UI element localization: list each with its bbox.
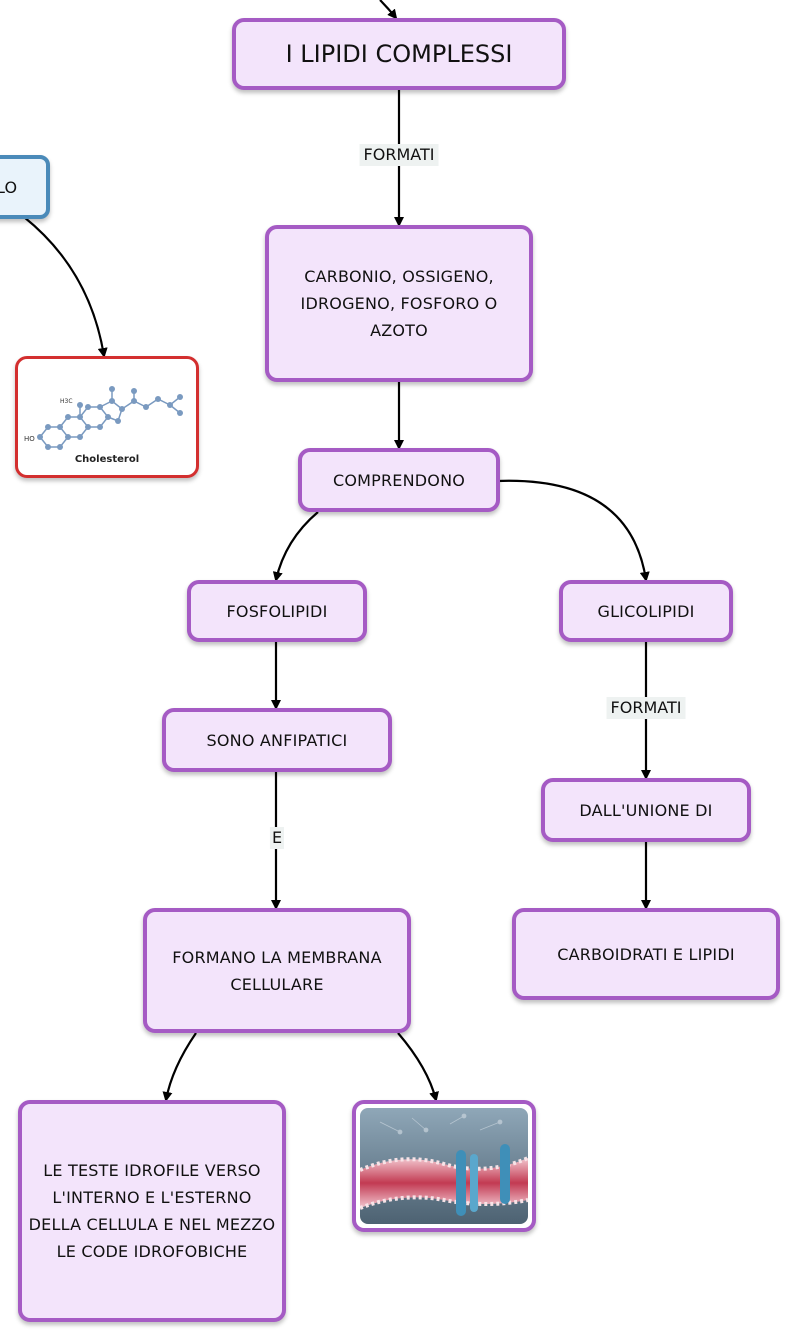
cholesterol-methyl-label: H3C (60, 398, 73, 405)
link-comprendono-fosfolipidi (272, 511, 319, 582)
node-glicolipidi-label: GLICOLIPIDI (597, 601, 695, 621)
node-membrana[interactable]: FORMANO LA MEMBRANA CELLULARE (143, 908, 411, 1033)
node-unione[interactable]: DALL'UNIONE DI (541, 778, 751, 842)
node-unione-label: DALL'UNIONE DI (579, 800, 713, 820)
membrane-image[interactable] (352, 1100, 536, 1232)
node-teste-label: LE TESTE IDROFILE VERSO L'INTERNO E L'ES… (28, 1161, 276, 1261)
cell-membrane-illustration-icon (359, 1108, 529, 1224)
node-comprendono-label: COMPRENDONO (332, 470, 466, 490)
node-glicolipidi[interactable]: GLICOLIPIDI (559, 580, 733, 642)
node-elements-label: CARBONIO, OSSIGENO, IDROGENO, FOSFORO O … (300, 267, 498, 340)
node-anfipatici-label: SONO ANFIPATICI (206, 730, 348, 750)
node-elements[interactable]: CARBONIO, OSSIGENO, IDROGENO, FOSFORO O … (265, 225, 533, 382)
link-top-incoming (379, 0, 398, 20)
node-carboidrati-label: CARBOIDRATI E LIPIDI (557, 944, 735, 964)
cholesterol-molecule-icon: HO H3C Cholesterol (24, 386, 183, 465)
node-fosfolipidi-label: FOSFOLIPIDI (226, 601, 328, 621)
node-membrana-label: FORMANO LA MEMBRANA CELLULARE (172, 947, 382, 994)
node-truncated-label: LO (0, 177, 18, 197)
node-truncated-left[interactable]: LO (0, 155, 50, 219)
node-teste[interactable]: LE TESTE IDROFILE VERSO L'INTERNO E L'ES… (18, 1100, 286, 1322)
link-comprendono-glicolipidi (496, 479, 650, 582)
cholesterol-caption: Cholesterol (75, 454, 139, 465)
node-comprendono[interactable]: COMPRENDONO (298, 448, 500, 512)
link-label-formati: FORMATI (606, 697, 686, 719)
link-label-e: E (269, 827, 285, 849)
cholesterol-ho-label: HO (24, 435, 35, 443)
node-anfipatici[interactable]: SONO ANFIPATICI (162, 708, 392, 772)
link-blue-cholesterol (23, 216, 108, 358)
link-membrana-teste (162, 1032, 197, 1102)
link-membrana-image (397, 1032, 439, 1102)
node-carboidrati[interactable]: CARBOIDRATI E LIPIDI (512, 908, 780, 1000)
node-title[interactable]: I LIPIDI COMPLESSI (232, 18, 566, 90)
node-title-label: I LIPIDI COMPLESSI (285, 39, 513, 68)
link-label-formati: FORMATI (359, 144, 439, 166)
node-fosfolipidi[interactable]: FOSFOLIPIDI (187, 580, 367, 642)
cholesterol-image[interactable]: HO H3C Cholesterol (15, 356, 199, 478)
